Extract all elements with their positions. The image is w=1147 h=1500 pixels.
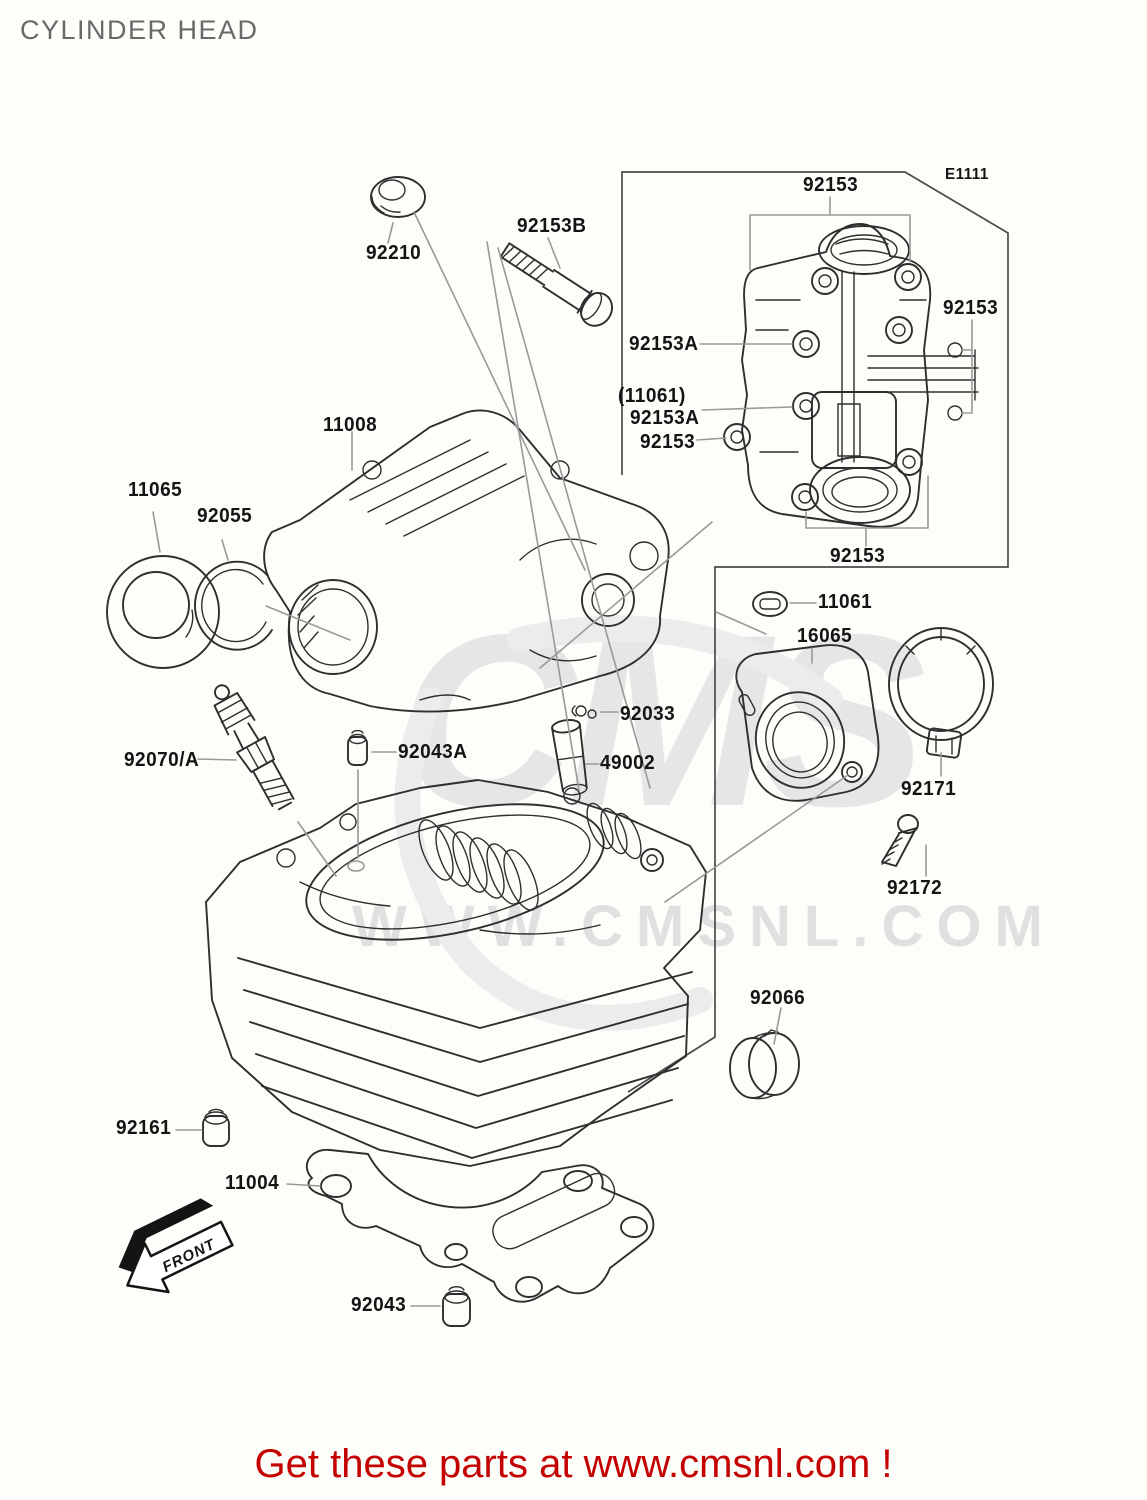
spark-plug-drawing [213, 684, 295, 811]
cover-bolt-holes [723, 263, 963, 511]
dowel-pin-a-drawing [347, 729, 368, 766]
grommet-drawing [752, 591, 788, 617]
part-label-92153-box-bottom: 92153 [830, 545, 886, 567]
valve-spring-coils [418, 802, 642, 911]
clamp-bolt-drawing [881, 814, 919, 867]
plug-cap-drawing [729, 1029, 800, 1100]
part-label-92161: 92161 [116, 1117, 172, 1139]
part-label-92153b: 92153B [517, 215, 587, 237]
intake-holder-drawing [735, 644, 880, 802]
part-label-11061: 11061 [818, 591, 873, 613]
dowel-pin-drawings [202, 1108, 471, 1327]
valve-guide-drawing [551, 719, 588, 796]
part-label-92172: 92172 [887, 877, 943, 899]
part-label-92153-box-right: 92153 [943, 297, 999, 319]
cover-bolt-drawing [499, 242, 613, 327]
head-gasket-drawing [305, 1149, 655, 1303]
part-label-49002: 49002 [600, 752, 656, 774]
part-label-16065: 16065 [797, 625, 853, 647]
cylinder-head-drawing [205, 779, 707, 1167]
part-label-92210: 92210 [366, 242, 422, 264]
part-label-92153-box-left: 92153 [640, 431, 696, 453]
part-label-92153a-1: 92153A [629, 333, 699, 355]
diagram-code-e1111: E1111 [945, 166, 989, 183]
part-label-92033: 92033 [620, 703, 676, 725]
part-label-92153-box-top: 92153 [803, 174, 859, 196]
part-label-92043: 92043 [351, 1294, 407, 1316]
part-label-92171: 92171 [901, 778, 957, 800]
part-label-92153a-2: 92153A [630, 407, 700, 429]
part-label-11008: 11008 [323, 414, 378, 436]
part-label-92043a: 92043A [398, 741, 468, 763]
valve-clip-drawing [571, 705, 597, 719]
oil-cap-drawing [370, 176, 426, 218]
clamp-drawing [888, 627, 994, 759]
rocker-cover-drawing [263, 409, 670, 713]
watermark-swirl [394, 615, 843, 1031]
part-label-92066: 92066 [750, 987, 806, 1009]
part-label-11065: 11065 [128, 479, 183, 501]
leader-lines [152, 211, 942, 1307]
cooling-fins [237, 957, 693, 1159]
page-title: CYLINDER HEAD [20, 15, 259, 45]
rocker-cover-bolt-detail-drawing [696, 196, 979, 547]
part-label-92070a: 92070/A [124, 749, 200, 771]
detail-box-outline [621, 171, 1009, 1093]
part-label-11004: 11004 [225, 1172, 280, 1194]
cmsnl-promo-banner: Get these parts at www.cmsnl.com ! [254, 1442, 893, 1486]
part-label-92055: 92055 [197, 505, 253, 527]
cap-and-oring-drawing [106, 555, 273, 669]
front-direction-arrow: FRONT [118, 1198, 234, 1294]
part-label-11061-paren: (11061) [618, 385, 686, 407]
